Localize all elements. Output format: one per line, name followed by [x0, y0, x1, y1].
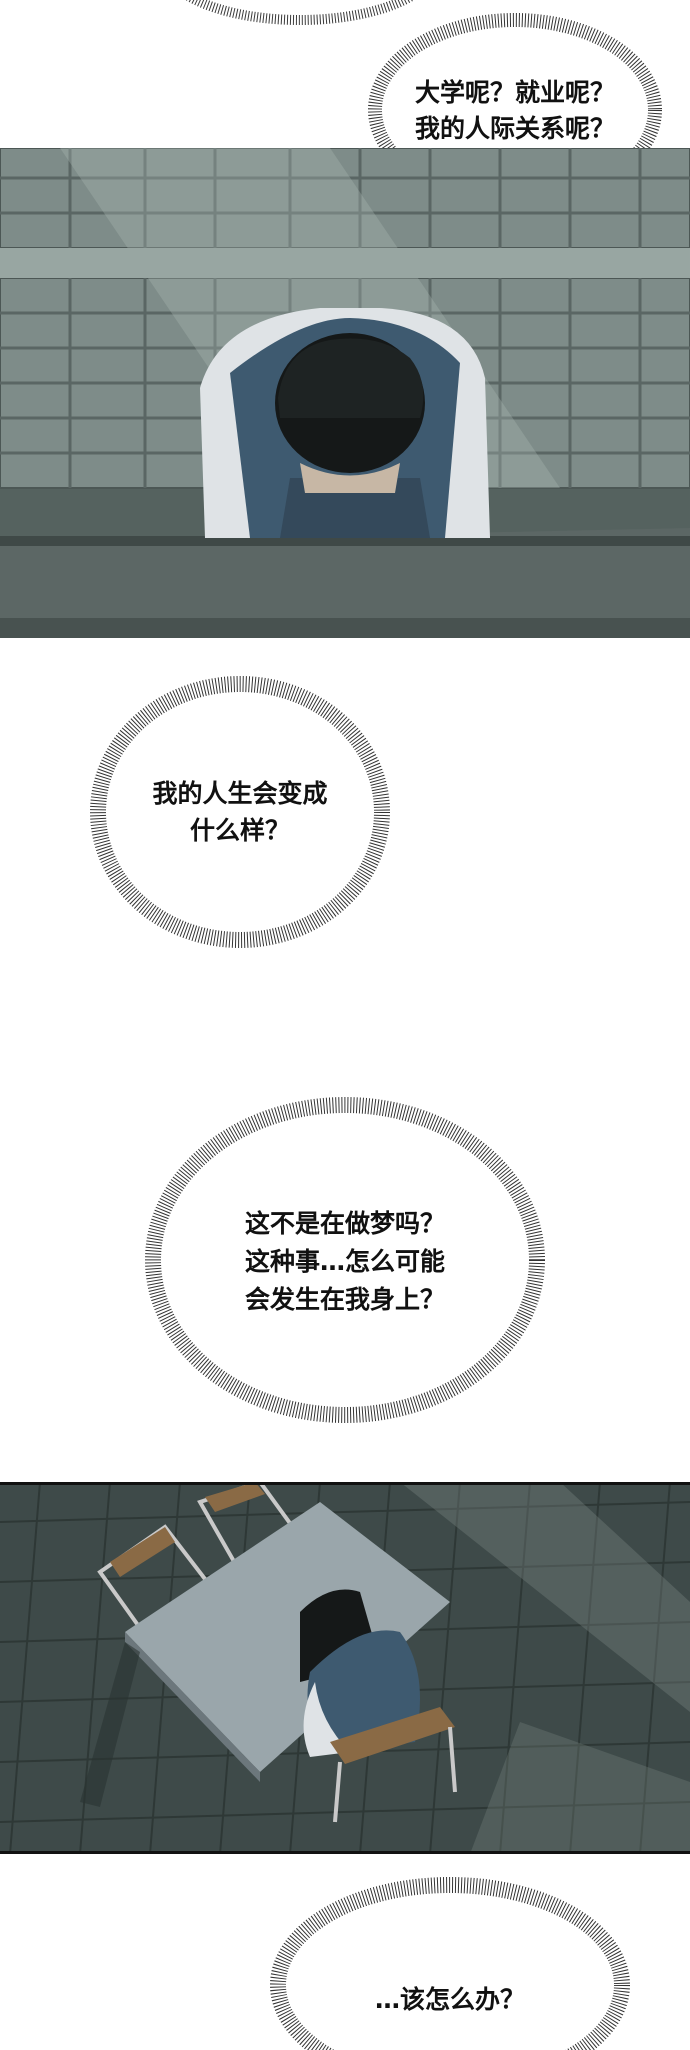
bubble-3-text: 这不是在做梦吗？ 这种事…怎么可能 会发生在我身上？ — [244, 1209, 445, 1314]
panel-art — [0, 148, 690, 638]
panel-overhead-table — [0, 1482, 690, 1854]
bubble-1-text: 大学呢？就业呢？ 我的人际关系呢？ — [414, 78, 615, 143]
bubble-2-text: 我的人生会变成 什么样？ — [152, 779, 328, 845]
bubble-outline — [90, 676, 390, 948]
bubble-4-text: …该怎么办？ — [374, 1985, 525, 2014]
thought-bubble-top-partial — [150, 0, 450, 30]
thought-bubble-2: 我的人生会变成 什么样？ — [85, 670, 395, 955]
thought-bubble-3: 这不是在做梦吗？ 这种事…怎么可能 会发生在我身上？ — [140, 1090, 550, 1430]
bubble-outline — [145, 1097, 545, 1423]
panel-art — [0, 1482, 690, 1854]
panel-bowed-head — [0, 148, 690, 638]
bubble-outline — [185, 0, 415, 25]
thought-bubble-4: …该怎么办？ — [265, 1870, 635, 2050]
bubble-outline — [270, 1877, 630, 2050]
